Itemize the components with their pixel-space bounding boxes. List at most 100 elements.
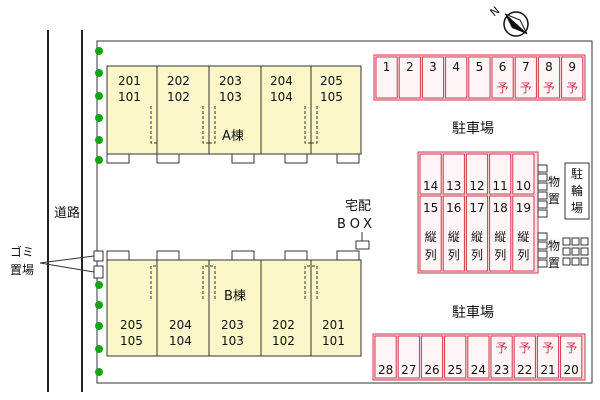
parking-space: 26 (420, 335, 444, 379)
parking-space: 10 (512, 153, 535, 195)
tree-icon (95, 47, 103, 55)
unit-number-upper: 201 (118, 74, 141, 88)
unit-number-lower: 103 (221, 334, 244, 348)
parking-number: 4 (452, 60, 460, 74)
north-arrow-icon: N (488, 4, 529, 37)
building-b-unit: 205 105 (106, 250, 158, 357)
parking-number: 7 (522, 60, 530, 74)
building-a: 201 101 202 102 203 103 204 104 (106, 65, 362, 164)
storage-label-upper: 物 置 (548, 175, 564, 206)
unit-number-upper: 201 (322, 318, 345, 332)
tree-icon (95, 301, 103, 309)
parking-tandem-label: 縦 (517, 230, 529, 244)
parking-space: 予 23 (490, 335, 513, 379)
parking-tandem-label: 列 (425, 248, 437, 262)
parking-reserved-mark: 予 (520, 81, 532, 95)
unit-number-upper: 205 (120, 318, 143, 332)
garbage-box-2 (93, 265, 104, 279)
unit-number-upper: 202 (272, 318, 295, 332)
parking-number: 12 (469, 179, 484, 193)
parking-number: 21 (540, 363, 555, 377)
parking-reserved-mark: 予 (496, 341, 508, 355)
unit-number-lower: 103 (219, 90, 242, 104)
tree-icon (95, 92, 103, 100)
parking-space: 16 縦列 (442, 195, 465, 272)
unit-number-lower: 102 (167, 90, 190, 104)
parking-space: 18 縦列 (489, 195, 512, 272)
parking-number: 26 (424, 363, 439, 377)
parking-number: 6 (499, 60, 507, 74)
tree-icon (95, 136, 103, 144)
unit-number-lower: 104 (270, 90, 293, 104)
parking-number: 28 (378, 363, 393, 377)
parking-number: 11 (493, 179, 508, 193)
parking-number: 14 (423, 179, 438, 193)
parking-tandem-label: 列 (448, 248, 460, 262)
parking-space: 3 (421, 56, 445, 99)
building-b-label: B棟 (224, 289, 246, 304)
parking-label-top: 駐車場 (452, 120, 494, 137)
building-a-unit: 201 101 (106, 65, 158, 164)
parking-label-bottom: 駐車場 (452, 304, 494, 321)
parking-space: 14 (419, 153, 442, 195)
parking-tandem-label: 縦 (425, 230, 437, 244)
parking-tandem-label: 列 (494, 248, 506, 262)
delivery-box-label: 宅配 BOX (337, 199, 376, 232)
unit-number-upper: 202 (167, 74, 190, 88)
parking-number: 16 (446, 201, 461, 215)
building-a-unit: 205 105 (310, 65, 362, 164)
parking-reserved-mark: 予 (566, 81, 578, 95)
garbage-label: ゴミ 置場 (10, 244, 38, 277)
parking-number: 27 (401, 363, 416, 377)
building-a-unit: 202 102 (156, 65, 210, 164)
north-label: N (488, 4, 503, 19)
building-b-unit: 201 101 (310, 250, 362, 357)
parking-space: 1 (375, 56, 398, 99)
parking-tandem-label: 列 (517, 248, 529, 262)
tree-icon (95, 322, 103, 330)
unit-number-lower: 105 (120, 334, 143, 348)
parking-number: 5 (476, 60, 484, 74)
parking-number: 17 (469, 201, 484, 215)
unit-number-upper: 204 (169, 318, 192, 332)
parking-number: 13 (446, 179, 461, 193)
delivery-box-icon (355, 240, 370, 250)
unit-number-lower: 105 (320, 90, 343, 104)
unit-number-upper: 204 (270, 74, 293, 88)
parking-reserved-mark: 予 (542, 341, 554, 355)
parking-space: 11 (489, 153, 512, 195)
unit-number-lower: 102 (272, 334, 295, 348)
garbage-box-1 (93, 250, 104, 262)
parking-space: 予22 (513, 335, 536, 379)
site-boundary (96, 40, 593, 384)
tree-icon (95, 368, 103, 376)
parking-space: 9予 (561, 56, 584, 99)
parking-tandem-label: 縦 (448, 230, 460, 244)
building-a-unit: 203 103 (208, 65, 262, 164)
building-b: 205 105 204 104 203 103 202 102 (106, 250, 362, 357)
parking-reserved-mark: 予 (519, 341, 531, 355)
parking-number: 20 (564, 363, 579, 377)
bike-parking-label: 駐 輪 場 (571, 166, 587, 215)
garbage-area: ゴミ 置場 (10, 244, 104, 279)
parking-number: 23 (494, 363, 509, 377)
storage-upper: 物 置 (537, 164, 564, 218)
parking-tandem-label: 縦 (494, 230, 506, 244)
tree-icon (95, 156, 103, 164)
parking-reserved-mark: 予 (497, 81, 509, 95)
storage-label-lower: 物 置 (548, 239, 564, 270)
parking-number: 9 (568, 60, 576, 74)
trees (95, 47, 103, 376)
parking-tandem-label: 列 (471, 248, 483, 262)
parking-space: 7予 (514, 56, 537, 99)
parking-space: 6予 (491, 56, 514, 99)
parking-number: 18 (493, 201, 508, 215)
parking-number: 25 (448, 363, 463, 377)
tree-icon (95, 281, 103, 289)
road-label: 道路 (54, 205, 80, 221)
